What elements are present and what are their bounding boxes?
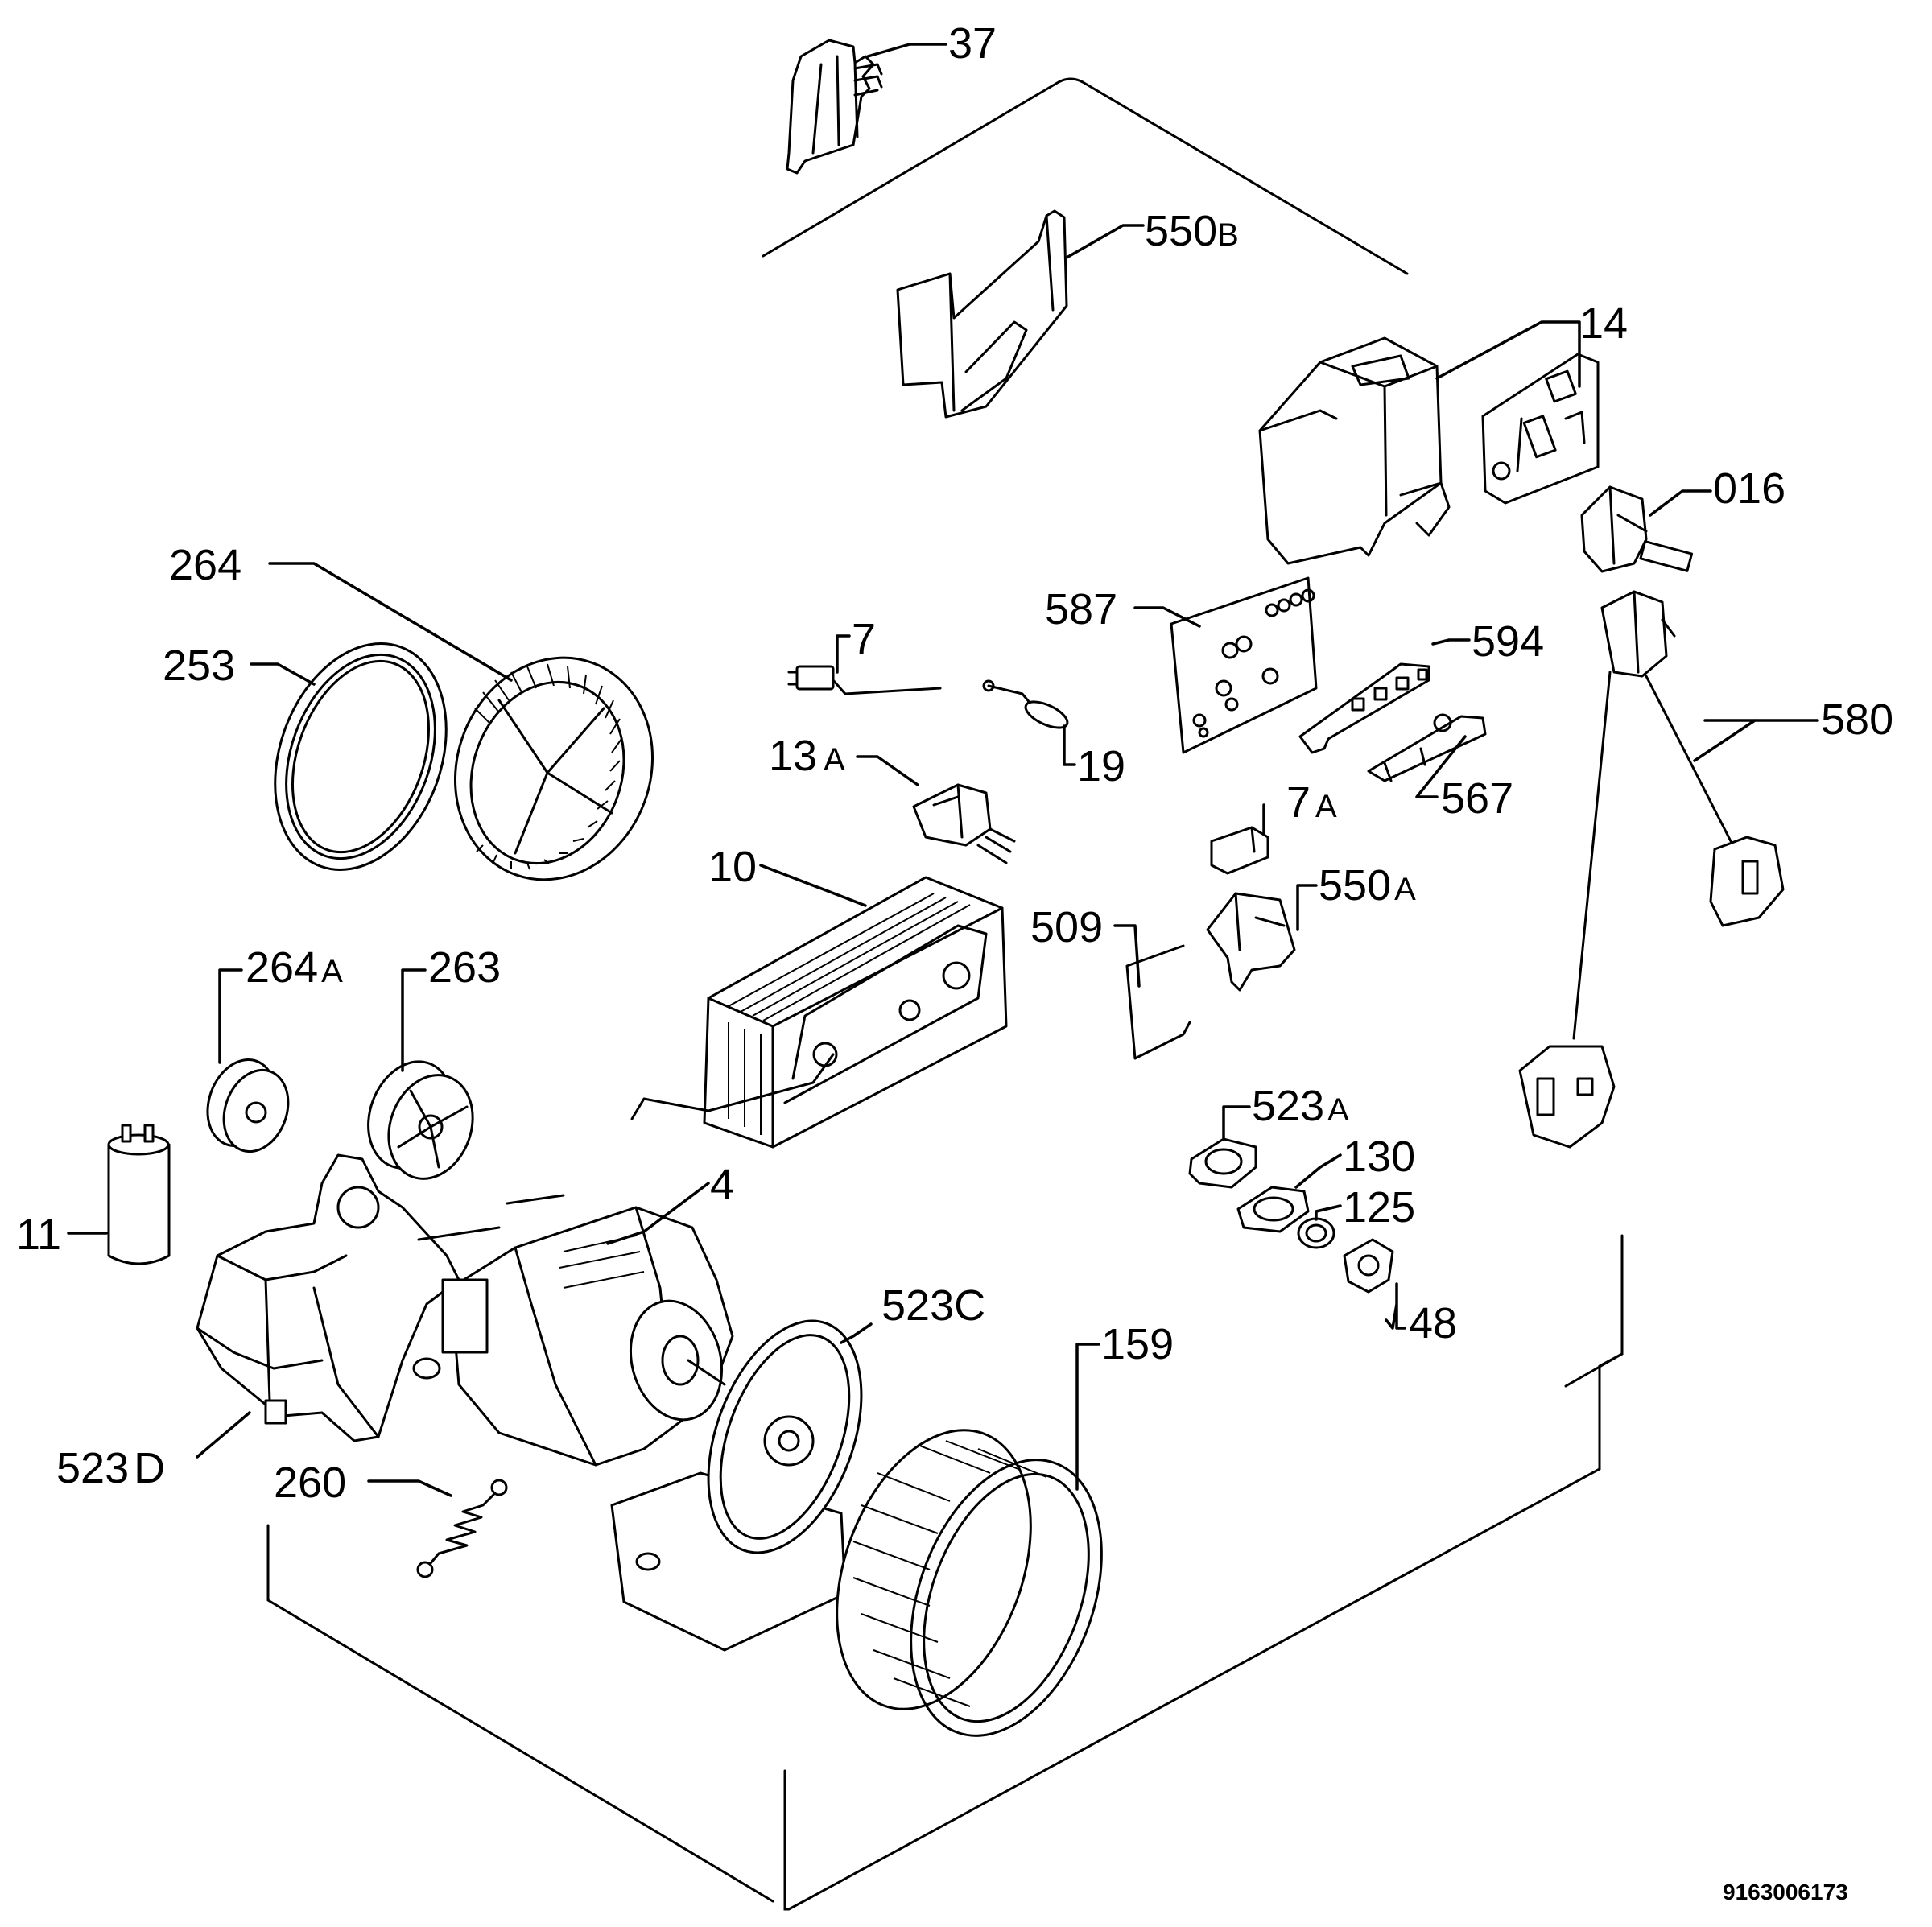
- part-159-blower: [836, 1429, 1103, 1737]
- part-130-gasket: [1236, 1186, 1310, 1233]
- part-14-control-housing: [1258, 336, 1600, 565]
- part-263-pulley: [367, 1060, 474, 1180]
- leader-lines: [67, 43, 1819, 1497]
- part-264a-pulley: [206, 1058, 290, 1153]
- part-10-heater: [630, 876, 1008, 1149]
- part-7a-microswitch: [1210, 826, 1269, 875]
- part-567-rail: [1367, 713, 1487, 782]
- part-580-selector: [1518, 590, 1785, 1149]
- part-594-rail: [1298, 662, 1430, 754]
- label-567: 567: [1441, 774, 1513, 823]
- label-594: 594: [1472, 617, 1544, 666]
- part-550a-bracket: [1206, 892, 1296, 992]
- label-37: 37: [948, 19, 997, 68]
- part-125-bearing: [1297, 1217, 1335, 1249]
- label-587: 587: [1045, 585, 1117, 633]
- label-264: 264: [169, 541, 242, 589]
- label-10: 10: [708, 843, 757, 891]
- part-016-switch: [1580, 485, 1694, 573]
- label-550b: 550B: [1145, 207, 1239, 255]
- label-125: 125: [1343, 1183, 1415, 1232]
- label-253: 253: [163, 642, 235, 690]
- part-523a-gasket: [1188, 1137, 1257, 1189]
- part-509-wire: [1125, 944, 1191, 1060]
- label-509: 509: [1030, 903, 1103, 951]
- part-253-belt: [274, 642, 448, 871]
- part-264-fan-wheel: [453, 656, 654, 881]
- label-19: 19: [1077, 742, 1125, 790]
- label-016: 016: [1713, 464, 1785, 513]
- part-37-bracket: [786, 39, 883, 175]
- label-263: 263: [428, 943, 501, 992]
- part-7-microswitch: [787, 665, 942, 695]
- part-587-pcb: [1170, 576, 1318, 754]
- label-11: 11: [16, 1211, 61, 1259]
- label-580: 580: [1821, 695, 1893, 744]
- label-14: 14: [1579, 299, 1628, 348]
- label-159: 159: [1101, 1320, 1174, 1368]
- label-260: 260: [274, 1459, 346, 1507]
- label-130: 130: [1343, 1133, 1415, 1181]
- part-19-probe: [982, 679, 1069, 729]
- document-number: 9163006173: [1723, 1880, 1848, 1904]
- label-523c: 523C: [881, 1281, 985, 1330]
- label-48: 48: [1409, 1299, 1457, 1347]
- part-523d-housing: [196, 1153, 460, 1442]
- part-523c-disc: [610, 1319, 863, 1652]
- part-4-motor: [417, 1194, 734, 1467]
- part-48-fitting: [1343, 1238, 1394, 1294]
- part-13a-connector: [912, 783, 1016, 864]
- part-11-capacitor: [107, 1124, 171, 1265]
- label-7: 7: [852, 615, 876, 663]
- part-260-spring: [416, 1479, 508, 1578]
- frame-outline: [266, 77, 1624, 1911]
- part-550b-duct: [896, 209, 1068, 419]
- label-4: 4: [710, 1161, 734, 1209]
